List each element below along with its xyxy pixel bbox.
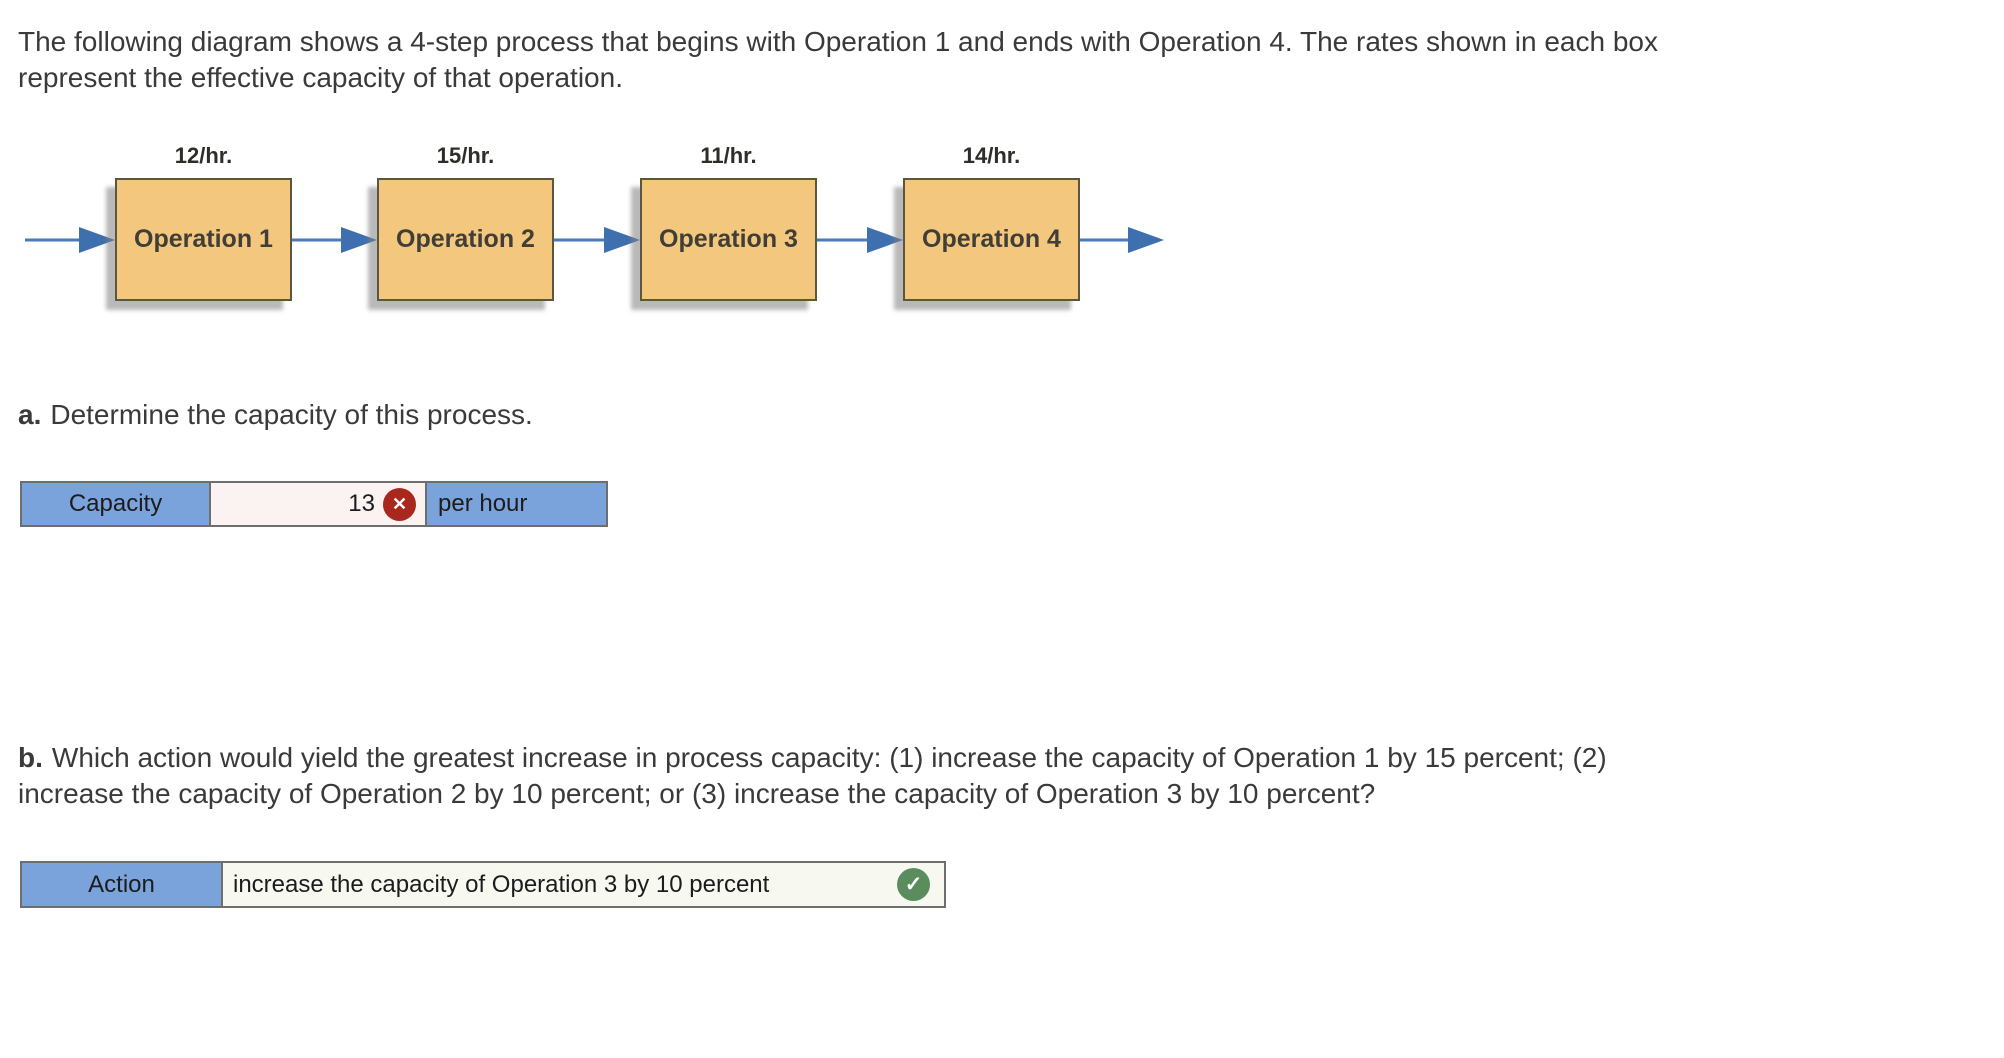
- process-flow-diagram: 12/hr. 15/hr. 11/hr. 14/hr. Operation 1 …: [0, 0, 1250, 340]
- rate-label-operation-1: 12/hr.: [174, 143, 233, 168]
- capacity-row-label: Capacity: [22, 483, 211, 525]
- question-intro: The following diagram shows a 4-step pro…: [18, 24, 1658, 96]
- part-a-heading: a. Determine the capacity of this process…: [18, 399, 533, 431]
- flow-arrowhead-out: [1128, 227, 1164, 253]
- part-b-line-2: increase the capacity of Operation 2 by …: [18, 778, 1376, 809]
- flow-arrowhead-3-4: [867, 227, 903, 253]
- operation-2-box: Operation 2: [377, 178, 554, 301]
- intro-line-1: The following diagram shows a 4-step pro…: [18, 26, 1658, 57]
- part-b-heading: b. Which action would yield the greatest …: [18, 740, 1607, 812]
- capacity-unit-label: per hour: [425, 483, 606, 525]
- action-answer-table: Action increase the capacity of Operatio…: [20, 861, 946, 908]
- flow-arrowhead-1-2: [341, 227, 377, 253]
- part-a-prompt: Determine the capacity of this process.: [50, 399, 533, 430]
- intro-line-2: represent the effective capacity of that…: [18, 62, 623, 93]
- capacity-answer-table: Capacity 13 ✕ per hour: [20, 481, 608, 527]
- action-row-label: Action: [22, 863, 223, 906]
- flow-arrows: [25, 227, 1164, 253]
- operation-3-box: Operation 3: [640, 178, 817, 301]
- part-b-marker: b.: [18, 742, 43, 773]
- operation-1-box: Operation 1: [115, 178, 292, 301]
- rate-label-operation-3: 11/hr.: [700, 143, 757, 168]
- operation-4-box: Operation 4: [903, 178, 1080, 301]
- part-b-line-1: b. Which action would yield the greatest …: [18, 740, 1607, 776]
- rate-label-operation-2: 15/hr.: [436, 143, 495, 168]
- rate-label-operation-4: 14/hr.: [962, 143, 1021, 168]
- correct-check-icon: ✓: [897, 868, 930, 901]
- incorrect-x-icon: ✕: [383, 487, 416, 521]
- part-b-prompt-line-1: Which action would yield the greatest in…: [51, 742, 1607, 773]
- action-select[interactable]: increase the capacity of Operation 3 by …: [223, 863, 944, 906]
- action-select-value: increase the capacity of Operation 3 by …: [233, 870, 770, 898]
- capacity-input-value: 13: [348, 490, 375, 517]
- capacity-input[interactable]: 13 ✕: [211, 483, 425, 525]
- part-a-marker: a.: [18, 399, 42, 430]
- flow-arrowhead-2-3: [604, 227, 640, 253]
- flow-arrowhead-in: [79, 227, 115, 253]
